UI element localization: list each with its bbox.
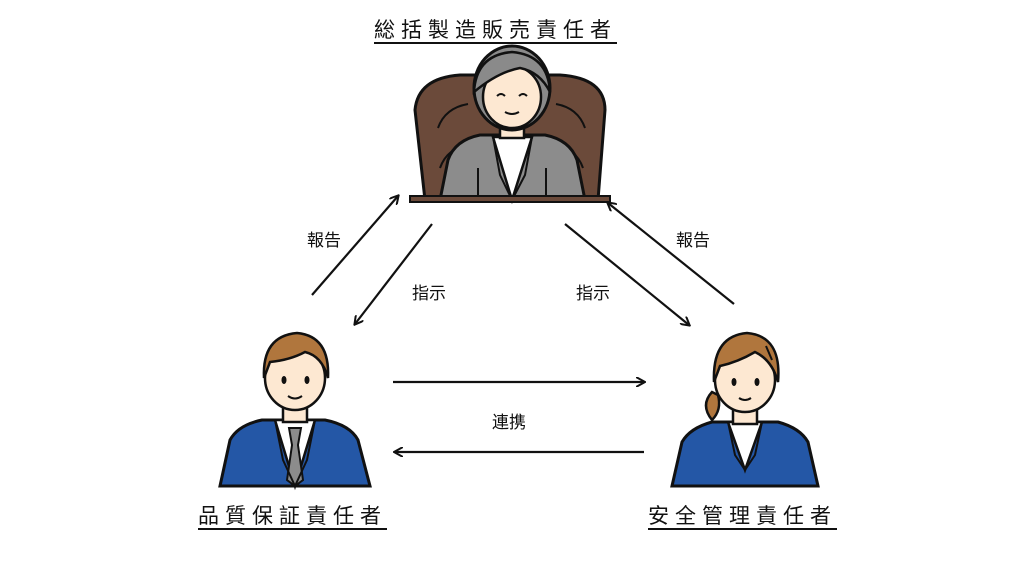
arrow-instruct-right [564,223,689,325]
safety-manager-figure [670,331,820,488]
arrow-report-left [311,196,398,296]
label-report-right: 報告 [676,231,710,251]
label-report-left: 報告 [307,231,341,251]
arrow-report-right [608,203,735,305]
label-collab: 連携 [492,413,526,433]
role-title-left: 品質保証責任者 [198,504,387,528]
role-title-right: 安全管理責任者 [648,504,837,528]
executive-figure [409,44,611,205]
arrow-instruct-left [355,223,433,324]
label-instruct-right: 指示 [576,284,610,304]
quality-manager-figure [218,331,372,491]
label-instruct-left: 指示 [412,284,446,304]
role-title-top: 総括製造販売責任者 [374,18,617,42]
